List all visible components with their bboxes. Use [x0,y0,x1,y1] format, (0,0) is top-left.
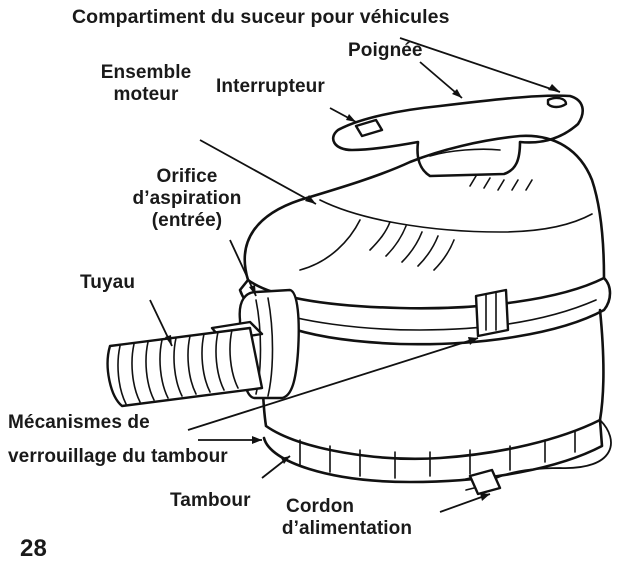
label-switch: Interrupteur [216,76,325,97]
page-number: 28 [20,535,47,562]
label-hose: Tuyau [80,272,136,293]
drum-rim [238,276,612,346]
label-inlet-line1: Orifice [156,166,218,187]
power-cord-line [495,419,612,479]
hose-shape [106,326,264,408]
label-vehicle-nozzle-compartment: Compartiment du suceur pour véhicules [72,6,450,28]
vacuum-drawing [106,94,612,496]
label-drum: Tambour [170,490,251,511]
switch-shape [354,118,384,138]
label-inlet: Orifice d’aspiration (entrée) [122,166,252,232]
power-plug [468,468,502,496]
label-power-cord-line2: d’alimentation [281,518,413,539]
label-motor-assembly-line1: Ensemble [100,62,192,83]
leader-lines [149,37,561,513]
drum-latch-shape [474,288,510,338]
label-inlet-line3: (entrée) [151,210,223,231]
label-power-cord-line1: Cordon [286,496,355,517]
label-handle: Poignée [348,40,423,61]
motor-housing [243,134,606,282]
handle-shape [331,94,584,178]
drum-shape [260,308,605,461]
label-drum-latches-line1: Mécanismes de [8,412,150,433]
label-inlet-line2: d’aspiration [132,188,242,209]
label-drum-latches-line2: verrouillage du tambour [8,446,228,467]
label-motor-assembly-line2: moteur [113,84,179,105]
label-power-cord: Cordon d’alimentation [272,496,422,540]
label-motor-assembly: Ensemble moteur [92,62,200,106]
